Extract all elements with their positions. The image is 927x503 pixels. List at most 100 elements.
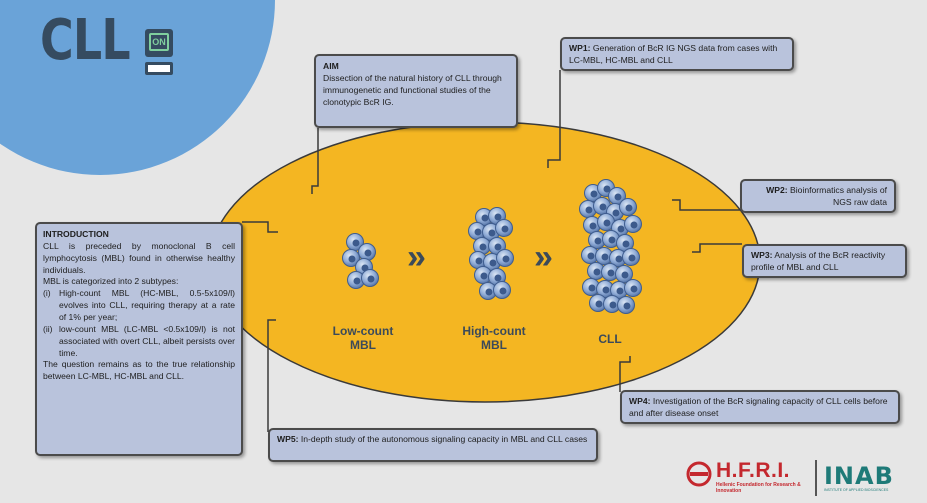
cll-cell-nucleus	[614, 193, 622, 201]
high-cell-nucleus	[481, 214, 489, 222]
cll-cell-nucleus	[609, 301, 617, 309]
cell-cluster-low	[342, 233, 379, 289]
cll-cell-nucleus	[595, 300, 603, 308]
wp1-text: Generation of BcR IG NGS data from cases…	[569, 43, 778, 65]
cll-cell-nucleus	[599, 203, 607, 211]
cll-cell-nucleus	[588, 284, 596, 292]
connector-wp4	[619, 356, 631, 392]
on-badge-label: ON	[149, 33, 169, 51]
cell-cluster-cll	[579, 179, 642, 314]
wp1-box: WP1: Generation of BcR IG NGS data from …	[560, 37, 794, 71]
stage-label-cll: CLL	[598, 332, 622, 346]
high-cell-nucleus	[485, 288, 493, 296]
stage-label-high: High-count MBL	[462, 324, 526, 352]
cll-cell-nucleus	[602, 286, 610, 294]
cll-cell-nucleus	[589, 222, 597, 230]
wp2-box: WP2: Bioinformatics analysis of NGS raw …	[740, 179, 896, 213]
intro-item-2-marker: (ii)	[43, 323, 53, 334]
high-cell-nucleus	[494, 274, 502, 282]
cll-cell-nucleus	[585, 206, 593, 214]
wp3-label: WP3:	[751, 250, 773, 260]
hfri-logo: H.F.R.I. Hellenic Foundation for Researc…	[686, 459, 806, 494]
intro-title: INTRODUCTION	[43, 229, 109, 239]
cll-cell-nucleus	[615, 255, 623, 263]
wp2-label: WP2:	[766, 185, 788, 195]
cll-cell-nucleus	[607, 269, 615, 277]
wp4-box: WP4: Investigation of the BcR signaling …	[620, 390, 900, 424]
inab-subtitle: INSTITUTE OF APPLIED BIOSCIENCES	[824, 488, 889, 492]
low-cell-nucleus	[364, 249, 372, 257]
connector-wp2	[672, 199, 740, 211]
cll-cell-nucleus	[617, 225, 625, 233]
connector-wp1	[547, 70, 561, 168]
cll-cell-nucleus	[612, 209, 620, 217]
connector-wp3	[692, 243, 742, 253]
intro-p1: CLL is preceded by monoclonal B cell lym…	[43, 240, 235, 275]
aim-text: Dissection of the natural history of CLL…	[323, 72, 502, 107]
cell-cluster-high	[468, 207, 514, 300]
wp5-text: In-depth study of the autonomous signali…	[298, 434, 588, 444]
wp1-label: WP1:	[569, 43, 591, 53]
cll-cell-nucleus	[608, 236, 616, 244]
high-cell-nucleus	[480, 272, 488, 280]
high-cell-nucleus	[475, 257, 483, 265]
cll-cell-nucleus	[630, 285, 638, 293]
high-cell-nucleus	[501, 225, 509, 233]
low-cell-nucleus	[353, 277, 361, 285]
cll-cell-nucleus	[590, 190, 598, 198]
intro-item-2: (ii) low-count MBL (LC-MBL <0.5x109/l) i…	[43, 324, 235, 360]
connector-intro	[242, 221, 278, 233]
inab-logo-text: INAB	[824, 462, 894, 490]
wp5-label: WP5:	[277, 434, 299, 444]
low-cell-nucleus	[352, 239, 360, 247]
cll-cell-nucleus	[603, 219, 611, 227]
high-cell-nucleus	[494, 213, 502, 221]
hfri-subtitle: Hellenic Foundation for Research & Innov…	[716, 482, 801, 494]
connector-lines	[242, 70, 742, 432]
stage-label-low: Low-count MBL	[332, 324, 394, 352]
intro-p3: The question remains as to the true rela…	[43, 359, 235, 382]
intro-item-1: (i) High-count MBL (HC-MBL, 0.5-5x109/l)…	[43, 288, 235, 324]
cll-cell-nucleus	[623, 302, 631, 310]
wp4-text: Investigation of the BcR signaling capac…	[629, 396, 888, 418]
low-cell-nucleus	[348, 255, 356, 263]
connector-wp5	[267, 319, 276, 432]
intro-item-2-text: low-count MBL (LC-MBL <0.5x109/l) is not…	[59, 323, 235, 358]
high-cell-nucleus	[474, 228, 482, 236]
high-cell-nucleus	[502, 255, 510, 263]
connector-aim	[311, 128, 319, 194]
wp2-text: Bioinformatics analysis of NGS raw data	[787, 185, 887, 207]
hfri-emblem-icon	[686, 461, 712, 487]
on-badge-icon: ON	[145, 29, 173, 77]
cll-cell-nucleus	[628, 254, 636, 262]
corner-circle	[0, 0, 275, 175]
intro-item-1-text: High-count MBL (HC-MBL, 0.5-5x109/l) evo…	[59, 288, 235, 323]
footer-divider	[815, 460, 817, 496]
intro-box: INTRODUCTION CLL is preceded by monoclon…	[35, 222, 243, 456]
wp3-text: Analysis of the BcR reactivity profile o…	[751, 250, 886, 272]
high-cell-nucleus	[488, 229, 496, 237]
wp5-box: WP5: In-depth study of the autonomous si…	[268, 428, 598, 462]
cll-cell-nucleus	[593, 268, 601, 276]
high-cell-nucleus	[489, 259, 497, 267]
high-cell-nucleus	[499, 287, 507, 295]
cll-logo-text: CLL	[40, 8, 131, 73]
cll-cell-nucleus	[622, 240, 630, 248]
cll-cell-nucleus	[594, 237, 602, 245]
high-cell-nucleus	[479, 243, 487, 251]
wp4-label: WP4:	[629, 396, 651, 406]
aim-title: AIM	[323, 61, 339, 71]
cll-cell-nucleus	[603, 185, 611, 193]
cll-cell-nucleus	[601, 253, 609, 261]
cll-cell-nucleus	[621, 271, 629, 279]
cll-cell-nucleus	[587, 252, 595, 260]
cll-cell-nucleus	[616, 287, 624, 295]
aim-box: AIM Dissection of the natural history of…	[314, 54, 518, 128]
high-cell-nucleus	[494, 243, 502, 251]
intro-item-1-marker: (i)	[43, 288, 51, 299]
cll-cell-nucleus	[625, 204, 633, 212]
progression-arrow-2: »	[534, 238, 553, 276]
cll-cell-nucleus	[630, 221, 638, 229]
